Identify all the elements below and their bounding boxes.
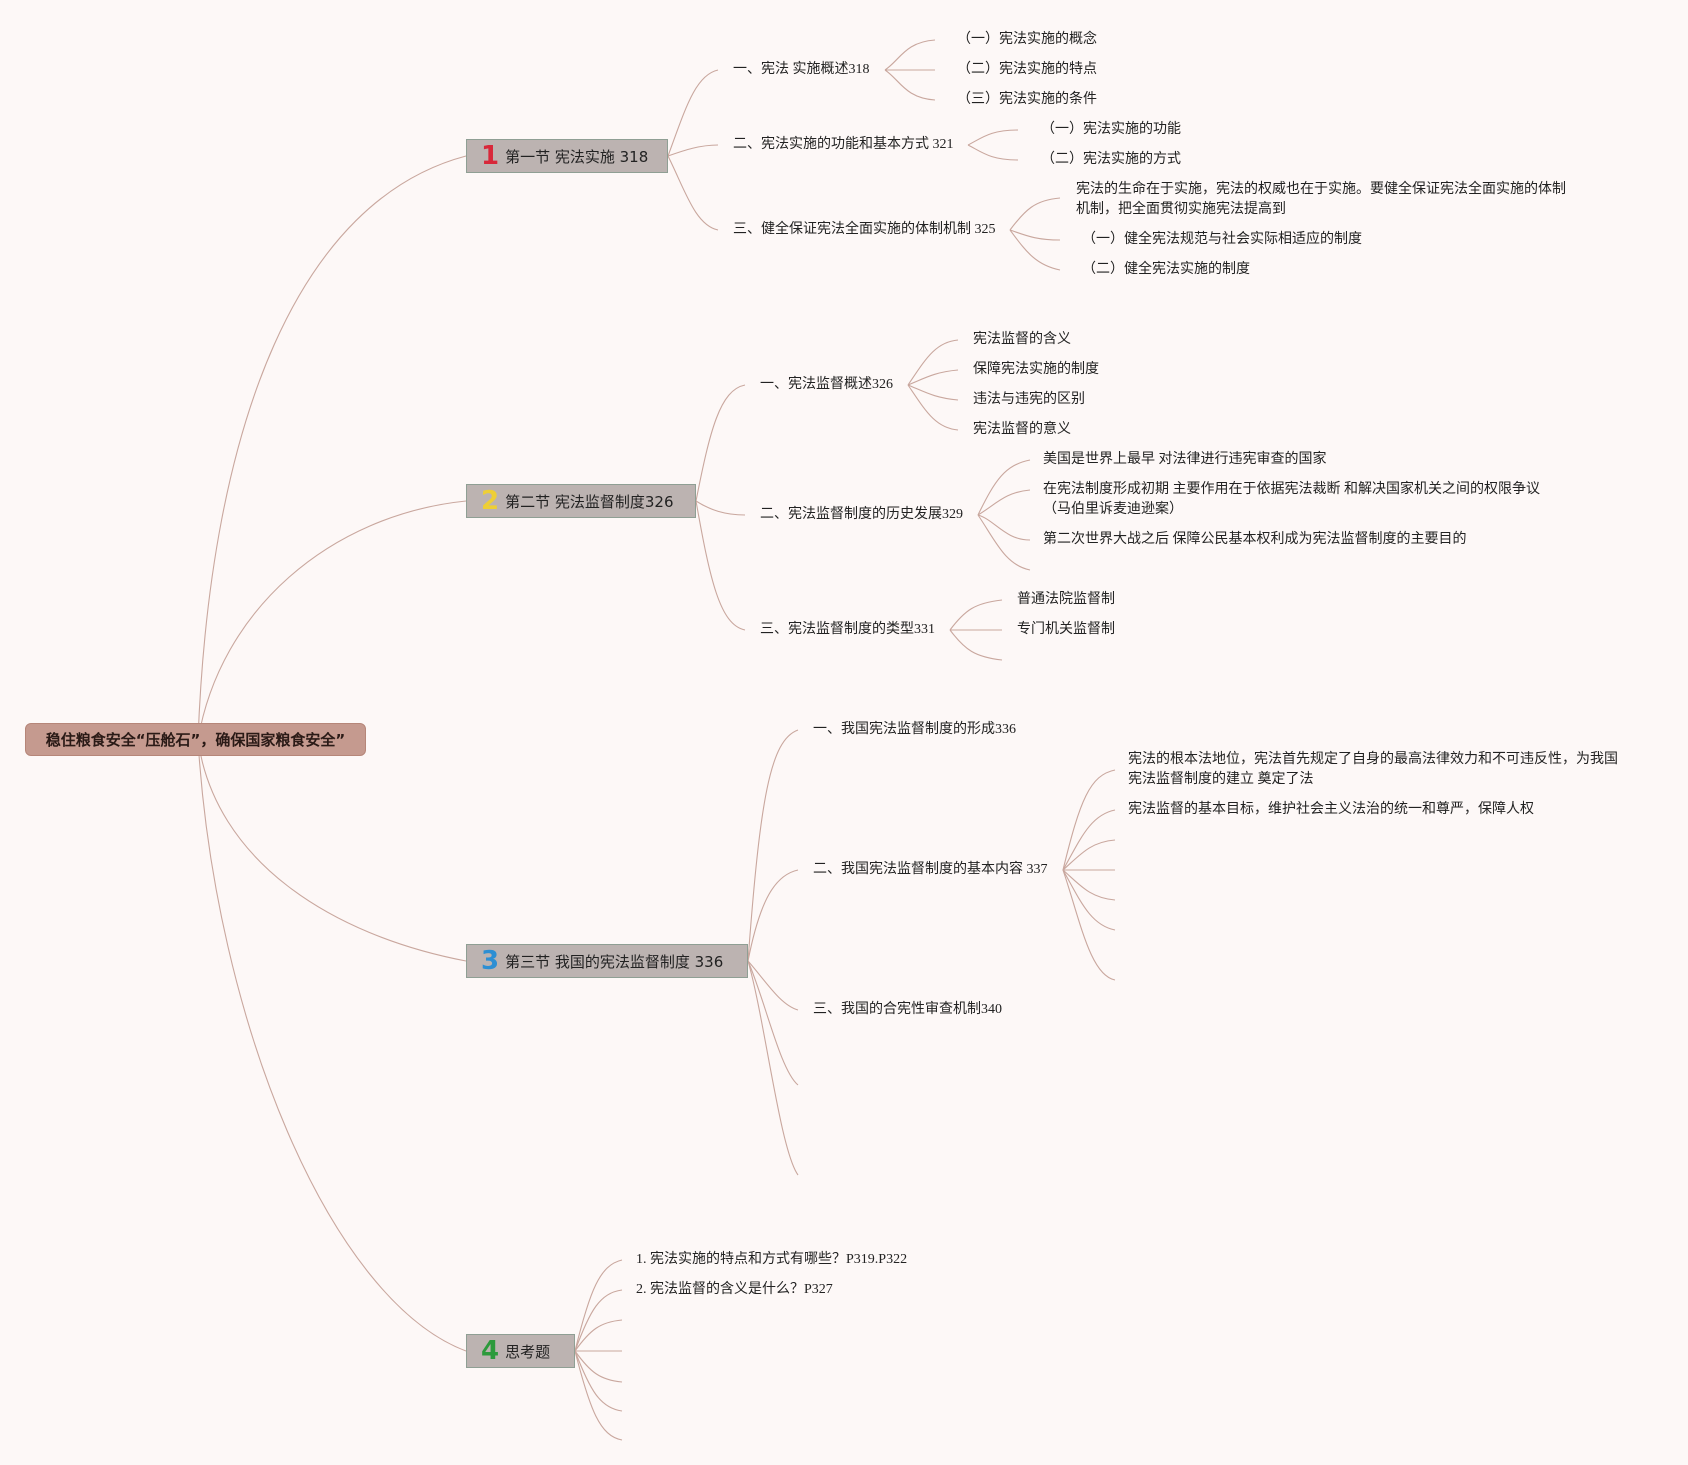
link-root-sec1: [197, 155, 467, 741]
topic-supervision-overview[interactable]: 一、宪法监督概述326: [760, 377, 893, 392]
section-1-node[interactable]: 1 第一节 宪法实施 318: [466, 139, 668, 173]
root-topic[interactable]: 稳住粮食安全“压舱石”，确保国家粮食安全”: [25, 723, 366, 756]
section-2-node[interactable]: 2 第二节 宪法监督制度326: [466, 484, 696, 518]
section-label: 第二节 宪法监督制度326: [505, 492, 674, 511]
section-label: 思考题: [505, 1342, 551, 1361]
leaf-implementation-features[interactable]: （二）宪法实施的特点: [957, 62, 1097, 77]
leaf-guarantee-system[interactable]: 保障宪法实施的制度: [973, 362, 1099, 377]
leaf-supervision-meaning[interactable]: 宪法监督的含义: [973, 332, 1071, 347]
leaf-supervision-significance[interactable]: 宪法监督的意义: [973, 422, 1071, 437]
section-number-3: 3: [481, 946, 500, 976]
topic-china-supervision-formation[interactable]: 一、我国宪法监督制度的形成336: [813, 722, 1016, 737]
leaf-postwar-rights[interactable]: 第二次世界大战之后 保障公民基本权利成为宪法监督制度的主要目的: [1043, 532, 1467, 547]
link-root-sec4: [197, 739, 467, 1352]
leaf-us-earliest-review[interactable]: 美国是世界上最早 对法律进行违宪审查的国家: [1043, 452, 1327, 467]
topic-china-supervision-content[interactable]: 二、我国宪法监督制度的基本内容 337: [813, 862, 1048, 877]
topic-constitutional-review[interactable]: 三、我国的合宪性审查机制340: [813, 1002, 1002, 1017]
leaf-illegal-vs-unconstitutional[interactable]: 违法与违宪的区别: [973, 392, 1085, 407]
topic-supervision-types[interactable]: 三、宪法监督制度的类型331: [760, 622, 935, 637]
topic-implementation-functions-methods[interactable]: 二、宪法实施的功能和基本方式 321: [733, 137, 954, 152]
leaf-implementation-functions[interactable]: （一）宪法实施的功能: [1041, 122, 1181, 137]
leaf-implementation-life[interactable]: 宪法的生命在于实施，宪法的权威也在于实施。要健全保证宪法全面实施的体制机制，把全…: [1076, 182, 1566, 217]
section-3-node[interactable]: 3 第三节 我国的宪法监督制度 336: [466, 944, 748, 978]
topic-implementation-mechanism[interactable]: 三、健全保证宪法全面实施的体制机制 325: [733, 222, 996, 237]
leaf-ordinary-court[interactable]: 普通法院监督制: [1017, 592, 1115, 607]
leaf-implementation-system[interactable]: （二）健全宪法实施的制度: [1082, 262, 1250, 277]
leaf-special-organ[interactable]: 专门机关监督制: [1017, 622, 1115, 637]
section-number-1: 1: [481, 141, 500, 171]
topic-constitution-implementation-overview[interactable]: 一、宪法 实施概述318: [733, 62, 870, 77]
topic-supervision-history[interactable]: 二、宪法监督制度的历史发展329: [760, 507, 963, 522]
leaf-norm-adaptation-system[interactable]: （一）健全宪法规范与社会实际相适应的制度: [1082, 232, 1362, 247]
link-root-sec3: [197, 739, 467, 962]
section-label: 第一节 宪法实施 318: [505, 147, 649, 166]
leaf-fundamental-law-status[interactable]: 宪法的根本法地位，宪法首先规定了自身的最高法律效力和不可违反性，为我国宪法监督制…: [1128, 752, 1618, 787]
leaf-early-role-marbury[interactable]: 在宪法制度形成初期 主要作用在于依据宪法裁断 和解决国家机关之间的权限争议（马伯…: [1043, 482, 1540, 517]
section-number-4: 4: [481, 1336, 500, 1366]
section-number-2: 2: [481, 486, 500, 516]
question-2[interactable]: 2. 宪法监督的含义是什么？P327: [636, 1282, 833, 1297]
leaf-supervision-basic-goal[interactable]: 宪法监督的基本目标，维护社会主义法治的统一和尊严，保障人权: [1128, 802, 1534, 817]
leaf-implementation-conditions[interactable]: （三）宪法实施的条件: [957, 92, 1097, 107]
leaf-implementation-concept[interactable]: （一）宪法实施的概念: [957, 32, 1097, 47]
link-root-sec2: [197, 500, 467, 741]
leaf-implementation-methods[interactable]: （二）宪法实施的方式: [1041, 152, 1181, 167]
section-4-node[interactable]: 4 思考题: [466, 1334, 575, 1368]
question-1[interactable]: 1. 宪法实施的特点和方式有哪些？P319.P322: [636, 1252, 908, 1267]
section-label: 第三节 我国的宪法监督制度 336: [505, 952, 724, 971]
